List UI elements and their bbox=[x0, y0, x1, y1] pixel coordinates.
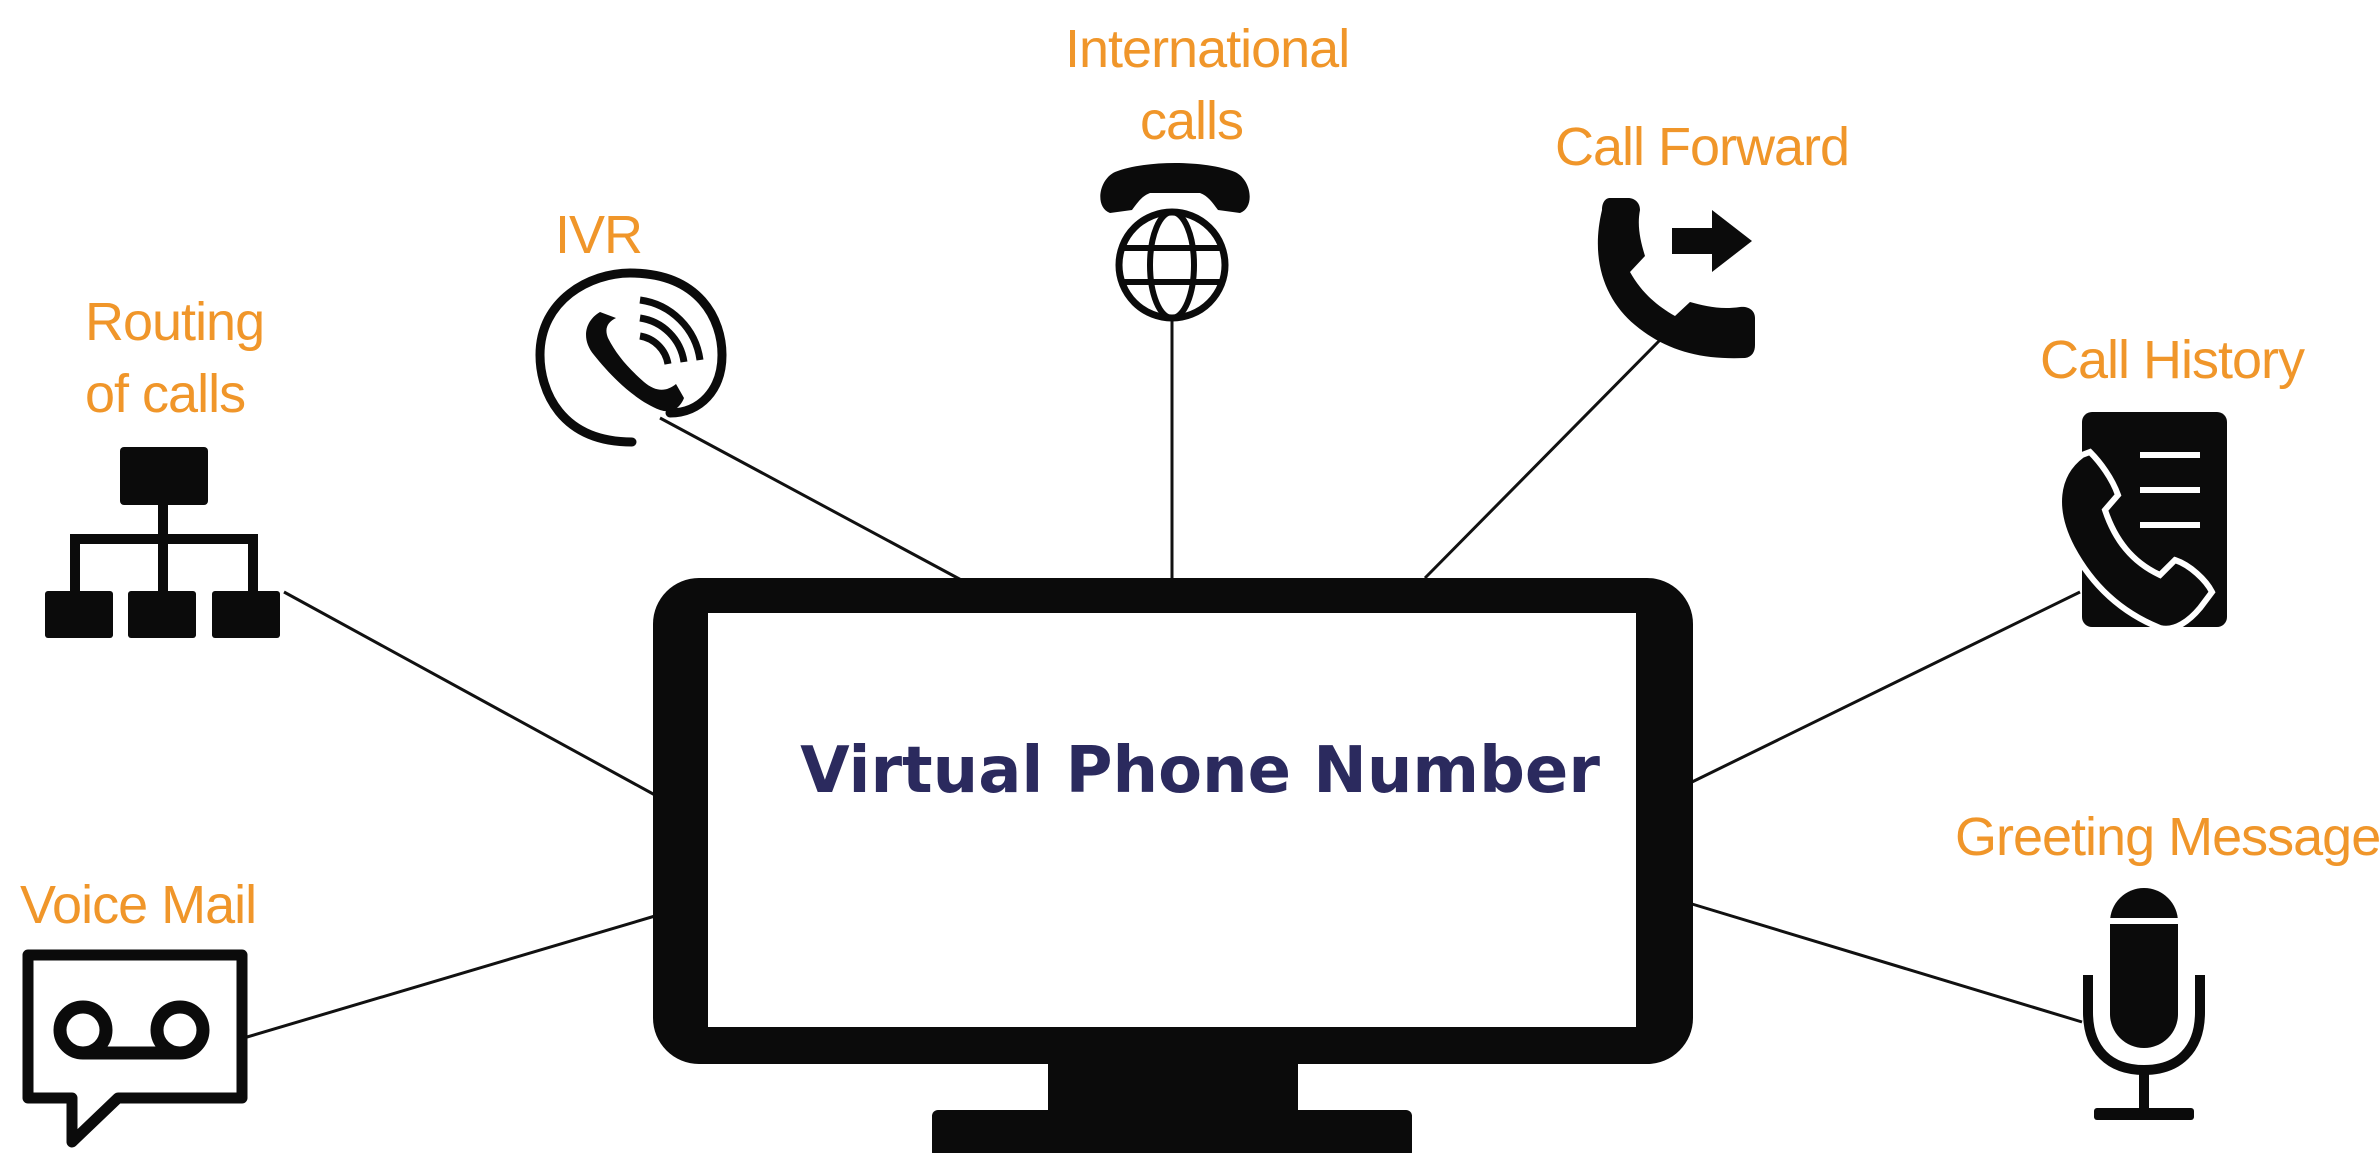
connector-forward bbox=[1423, 336, 1664, 580]
routing-label-line1: Routing bbox=[85, 292, 264, 352]
ivr-phone-icon bbox=[535, 268, 727, 447]
connector-history bbox=[1691, 590, 2081, 784]
connector-ivr bbox=[659, 416, 966, 584]
forward-label: Call Forward bbox=[1555, 117, 1849, 177]
center-title: Virtual Phone Number bbox=[800, 734, 1600, 808]
monitor-base bbox=[932, 1110, 1412, 1153]
globe-phone-icon bbox=[1100, 163, 1250, 322]
international-label-line1: International bbox=[1065, 19, 1349, 79]
call-forward-icon bbox=[1597, 198, 1755, 359]
feature-greeting: Greeting Messages bbox=[1955, 807, 2380, 1120]
international-label-line2: calls bbox=[1140, 91, 1243, 151]
greeting-label: Greeting Messages bbox=[1955, 807, 2380, 867]
voicemail-icon bbox=[22, 949, 248, 1148]
history-label: Call History bbox=[2040, 330, 2305, 390]
connector-voicemail bbox=[246, 914, 656, 1039]
voicemail-label: Voice Mail bbox=[20, 875, 256, 935]
connector-greeting bbox=[1691, 902, 2083, 1024]
feature-ivr: IVR bbox=[535, 205, 727, 447]
feature-routing: Routing of calls bbox=[45, 292, 280, 638]
monitor-neck bbox=[1048, 1062, 1298, 1112]
feature-voicemail: Voice Mail bbox=[20, 875, 257, 1148]
monitor-icon: Virtual Phone Number bbox=[653, 578, 1693, 1153]
org-chart-icon bbox=[45, 447, 280, 638]
connector-lines bbox=[246, 318, 2083, 1039]
microphone-icon bbox=[2083, 888, 2205, 1120]
routing-label-line2: of calls bbox=[85, 364, 245, 424]
ivr-label: IVR bbox=[555, 205, 642, 265]
feature-forward: Call Forward bbox=[1555, 117, 1850, 359]
feature-international: International calls bbox=[1065, 19, 1350, 322]
monitor-screen bbox=[708, 613, 1636, 1027]
feature-history: Call History bbox=[2040, 330, 2306, 632]
call-history-icon bbox=[2056, 412, 2227, 632]
connector-routing bbox=[283, 590, 656, 797]
